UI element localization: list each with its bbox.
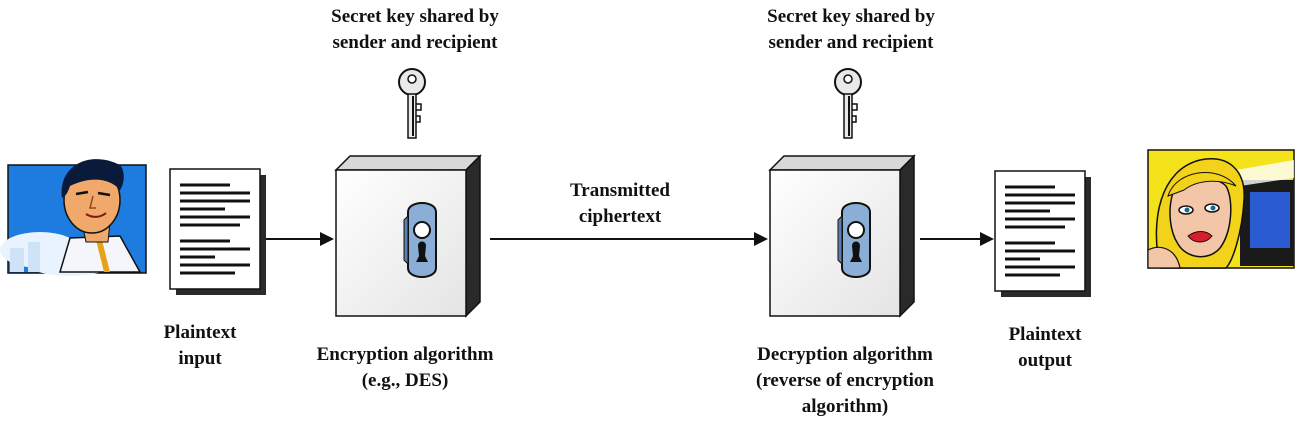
- transmitted-ciphertext-label: Transmitted ciphertext: [570, 180, 670, 227]
- secret-key-label-left: Secret key shared by sender and recipien…: [331, 6, 499, 53]
- encryption-box: [334, 154, 482, 318]
- secret-key-label-right: Secret key shared by sender and recipien…: [767, 6, 935, 53]
- woman-avatar-icon: [1147, 149, 1295, 269]
- decryption-keyhole-lock-icon: [837, 202, 871, 278]
- plaintext-output-document-icon: [994, 170, 1091, 297]
- plaintext-input-label: Plaintext input: [163, 322, 237, 369]
- encryption-keyhole-lock-icon: [403, 202, 437, 278]
- encryption-algorithm-label: Encryption algorithm (e.g., DES): [316, 344, 494, 391]
- plaintext-output-label: Plaintext output: [1008, 324, 1082, 371]
- decryption-box: [768, 154, 916, 318]
- key-icon-left: [398, 68, 426, 139]
- plaintext-input-document-icon: [169, 168, 266, 295]
- decryption-algorithm-label: Decryption algorithm (reverse of encrypt…: [756, 344, 934, 417]
- man-avatar-icon: [0, 159, 147, 276]
- key-icon-right: [834, 68, 862, 139]
